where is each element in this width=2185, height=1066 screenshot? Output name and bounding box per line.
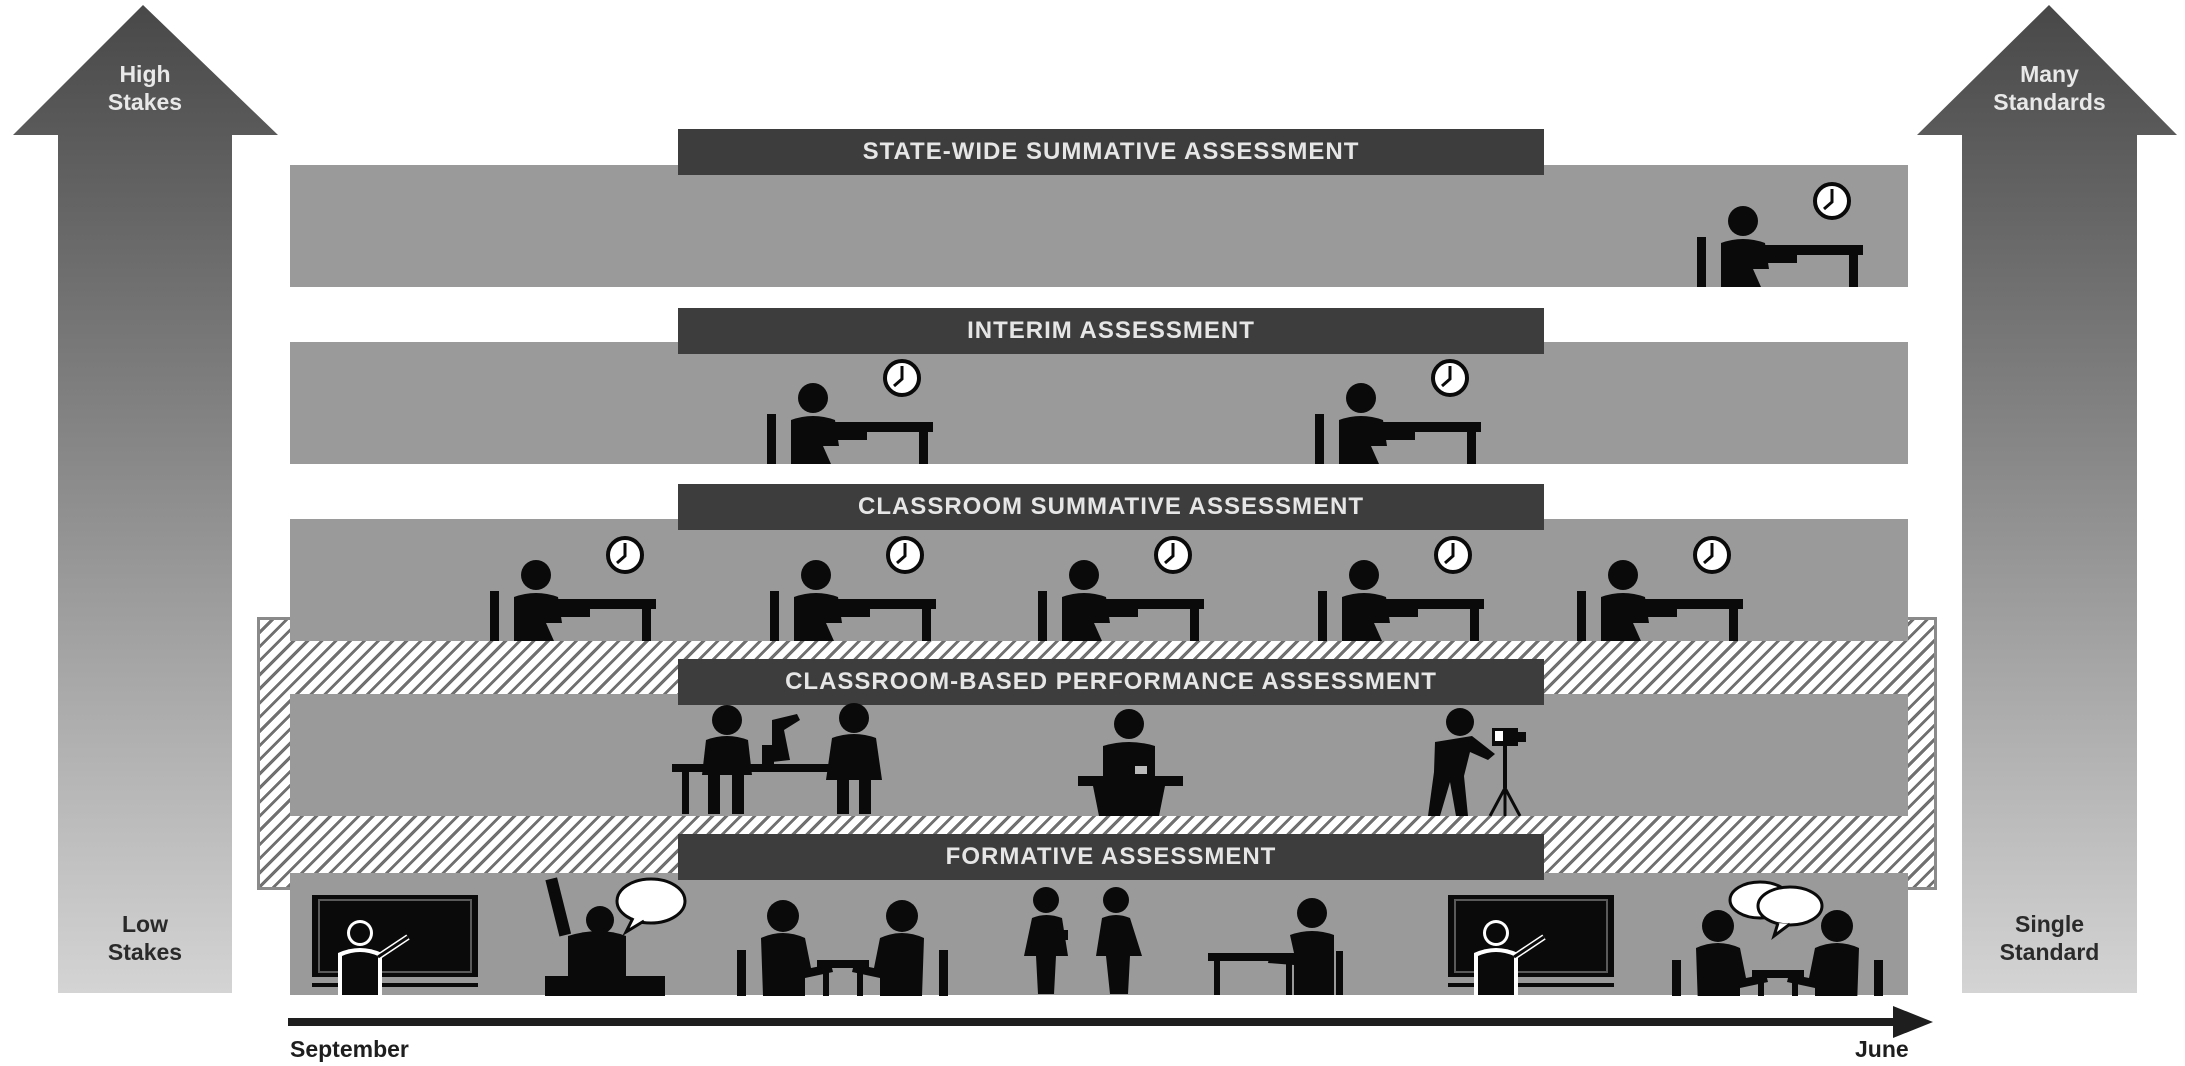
classroom-summative-title: CLASSROOM SUMMATIVE ASSESSMENT [678,484,1544,530]
test-taker-with-clock-icon [1695,181,1865,287]
pair-discussion-speech-icon [1670,880,1885,996]
lab-experiment-icon [672,703,882,814]
test-taker-with-clock-icon [765,358,935,464]
standing-conversation-icon [1024,887,1142,994]
performance-title: CLASSROOM-BASED PERFORMANCE ASSESSMENT [678,659,1544,705]
individual-conference-icon [1208,898,1343,995]
student-at-board-icon [1448,895,1614,995]
speaker-at-podium-icon [1078,709,1183,816]
raised-hand-question-icon [545,877,687,996]
video-recording-icon [1428,708,1526,816]
timeline-start-label: September [290,1036,409,1062]
state-wide-band [290,165,1908,287]
test-taker-with-clock-icon [1316,535,1486,641]
test-taker-with-clock-icon [1036,535,1206,641]
test-taker-with-clock-icon [1575,535,1745,641]
timeline-end-label: June [1855,1036,1909,1062]
student-at-board-icon [312,895,478,995]
test-taker-with-clock-icon [488,535,658,641]
formative-title: FORMATIVE ASSESSMENT [678,834,1544,880]
timeline-arrow [288,1006,1933,1038]
test-taker-with-clock-icon [1313,358,1483,464]
interim-title: INTERIM ASSESSMENT [678,308,1544,354]
pair-discussion-icon [735,898,950,996]
state-wide-title: STATE-WIDE SUMMATIVE ASSESSMENT [678,129,1544,175]
standards-arrow [1917,5,2177,993]
test-taker-with-clock-icon [768,535,938,641]
interim-band [290,342,1908,464]
stakes-arrow [13,5,278,993]
